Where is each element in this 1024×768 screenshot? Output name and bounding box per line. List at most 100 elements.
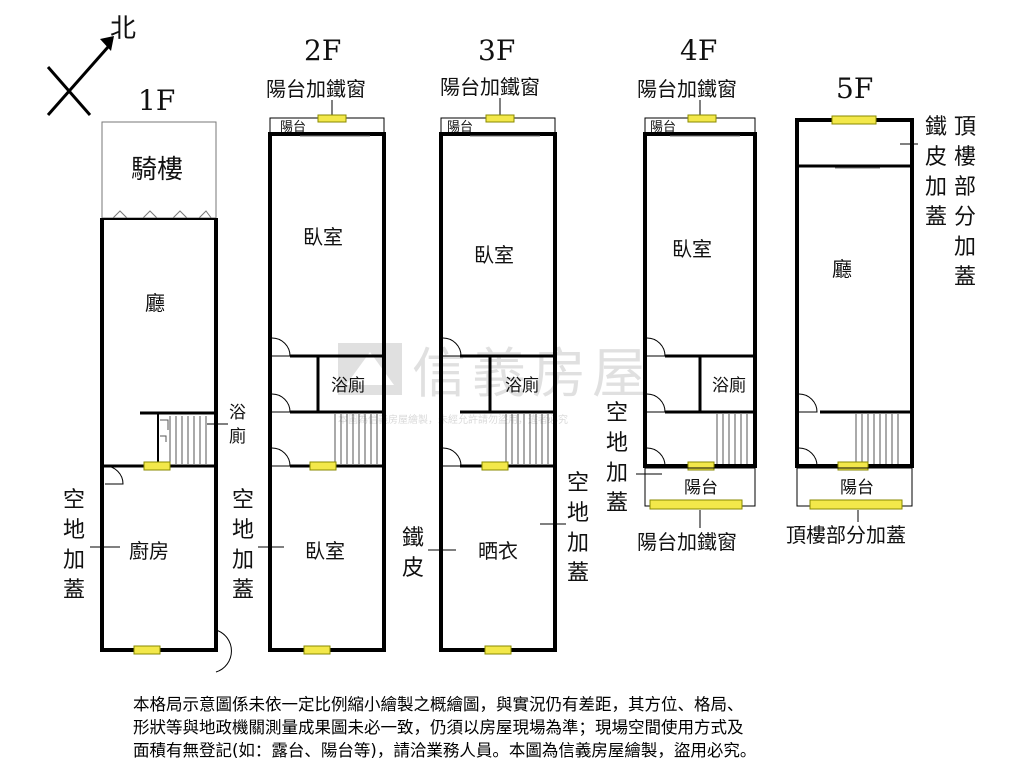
window-2f-mid xyxy=(309,461,337,471)
svg-text:頂: 頂 xyxy=(954,115,976,140)
svg-text:皮: 皮 xyxy=(402,556,424,581)
balcony-label-2f: 陽台 xyxy=(280,120,306,135)
window-2f-front xyxy=(317,114,347,123)
top-window-label-4f: 陽台加鐵窗 xyxy=(637,77,737,101)
floor-4f: 4F 陽台加鐵窗 陽台 臥室 浴廁 陽台 陽台加鐵窗 空 地 加 蓋 xyxy=(606,34,757,554)
svg-text:部: 部 xyxy=(954,175,976,200)
side-col1-5f: 鐵 皮 加 蓋 xyxy=(925,115,947,230)
svg-text:蓋: 蓋 xyxy=(925,205,947,230)
balcony-label-3f: 陽台 xyxy=(447,120,473,135)
window-3f-rear xyxy=(484,645,512,655)
svg-text:蓋: 蓋 xyxy=(63,578,85,603)
hall-label-5f: 廳 xyxy=(832,257,852,281)
window-5f-mid xyxy=(837,461,869,471)
svg-text:加: 加 xyxy=(232,548,254,573)
svg-text:加: 加 xyxy=(925,175,947,200)
svg-text:樓: 樓 xyxy=(954,145,976,170)
window-4f-mid xyxy=(687,461,715,471)
window-3f-mid xyxy=(481,461,509,471)
balcony-top-label-4f: 陽台 xyxy=(650,120,676,135)
bedroom-label-4f: 臥室 xyxy=(672,237,712,261)
disclaimer-text: 本格局示意圖係未依一定比例縮小繪製之概繪圖，與實況仍有差距，其方位、格局、 形狀… xyxy=(133,693,1003,762)
staircase-2f xyxy=(334,414,378,464)
svg-text:分: 分 xyxy=(954,205,976,230)
svg-text:蓋: 蓋 xyxy=(567,561,589,586)
window-4f-rear xyxy=(649,499,743,510)
outer-wall-2f xyxy=(268,132,386,652)
svg-text:蓋: 蓋 xyxy=(232,578,254,603)
staircase-3f xyxy=(505,414,549,464)
svg-text:空: 空 xyxy=(232,488,254,513)
side-note-1f: 空 地 加 蓋 xyxy=(63,488,85,603)
svg-text:蓋: 蓋 xyxy=(954,265,976,290)
svg-text:蓋: 蓋 xyxy=(606,491,628,516)
floor-title-1f: 1F xyxy=(138,84,175,117)
svg-text:空: 空 xyxy=(606,401,628,426)
side-note-2f: 空 地 加 蓋 xyxy=(232,488,254,603)
disclaimer-line: 面積有無登記(如：露台、陽台等)，請洽業務人員。本圖為信義房屋繪製，盜用必究。 xyxy=(133,741,757,760)
disclaimer-line: 本格局示意圖係未依一定比例縮小繪製之概繪圖，與實況仍有差距，其方位、格局、 xyxy=(133,695,744,714)
bath-label-2f: 浴廁 xyxy=(331,375,365,396)
svg-text:空: 空 xyxy=(567,471,589,496)
svg-text:皮: 皮 xyxy=(925,145,947,170)
window-3f-front xyxy=(485,114,515,123)
window-2f-rear xyxy=(303,645,331,655)
hall-label-1f: 廳 xyxy=(145,291,165,315)
bath-label-4f: 浴廁 xyxy=(712,375,746,396)
svg-text:鐵: 鐵 xyxy=(402,526,424,551)
bath-label-1f-a: 浴 xyxy=(229,403,246,423)
staircase-4f xyxy=(716,414,748,464)
arcade-label: 騎樓 xyxy=(131,155,183,185)
staircase-1f xyxy=(140,411,216,466)
folding-door xyxy=(111,210,213,220)
drying-label-3f: 晒衣 xyxy=(478,539,518,563)
watermark-notice: 本圖為信義房屋繪製，未經允許請勿盜用，違者必究 xyxy=(338,413,568,426)
watermark: 信義房屋 本圖為信義房屋繪製，未經允許請勿盜用，違者必究 xyxy=(338,342,652,426)
svg-text:地: 地 xyxy=(232,518,254,543)
svg-text:地: 地 xyxy=(567,501,589,526)
outer-wall-4f xyxy=(643,132,757,468)
svg-text:鐵: 鐵 xyxy=(925,115,947,140)
side-right-3f: 空 地 加 蓋 xyxy=(567,471,589,586)
svg-text:加: 加 xyxy=(567,531,589,556)
window-1f-mid xyxy=(143,461,171,471)
watermark-brand: 信義房屋 xyxy=(412,342,652,405)
door-swing-1f xyxy=(104,465,124,485)
disclaimer-line: 形狀等與地政機關測量成果圖未必一致，仍須以房屋現場為準；現場空間使用方式及 xyxy=(133,718,744,737)
balcony-back-label-4f: 陽台 xyxy=(684,478,718,498)
outer-wall-3f xyxy=(439,132,557,652)
outer-wall-5f xyxy=(795,118,914,468)
floor-1f: 1F 騎樓 廳 浴 廁 廚房 xyxy=(63,84,246,673)
svg-text:地: 地 xyxy=(606,431,628,456)
rear-door-1f xyxy=(215,629,232,673)
svg-text:空: 空 xyxy=(63,488,85,513)
floor-5f: 5F 廳 陽台 頂樓部分加蓋 鐵 皮 加 蓋 頂 樓 部 xyxy=(786,72,976,547)
floor-title-5f: 5F xyxy=(836,72,873,105)
bath-label-3f: 浴廁 xyxy=(505,375,539,396)
side-left-3f: 鐵 皮 xyxy=(402,526,424,581)
floor-title-3f: 3F xyxy=(478,34,515,67)
top-window-label-2f: 陽台加鐵窗 xyxy=(266,77,366,101)
floor-plan-canvas: 信義房屋 本圖為信義房屋繪製，未經允許請勿盜用，違者必究 北 1F 騎樓 廳 xyxy=(46,14,976,673)
floor-2f: 2F 陽台加鐵窗 陽台 臥室 浴廁 臥室 空 地 加 蓋 xyxy=(232,34,386,655)
north-arrow: 北 xyxy=(46,14,136,116)
window-4f-front xyxy=(687,114,717,123)
svg-text:加: 加 xyxy=(606,461,628,486)
bedroom-label-2f-back: 臥室 xyxy=(305,539,345,563)
svg-text:加: 加 xyxy=(954,235,976,260)
balcony-label-5f: 陽台 xyxy=(840,478,874,498)
window-5f-front xyxy=(831,115,877,125)
top-window-label-3f: 陽台加鐵窗 xyxy=(440,75,540,99)
bedroom-label-2f-front: 臥室 xyxy=(303,225,343,249)
staircase-5f xyxy=(855,414,899,464)
bottom-window-label-4f: 陽台加鐵窗 xyxy=(637,530,737,554)
north-label: 北 xyxy=(110,14,136,44)
bottom-note-5f: 頂樓部分加蓋 xyxy=(786,523,906,547)
kitchen-label: 廚房 xyxy=(129,539,169,563)
side-col2-5f: 頂 樓 部 分 加 蓋 xyxy=(954,115,976,290)
bedroom-label-3f: 臥室 xyxy=(474,243,514,267)
side-note-4f: 空 地 加 蓋 xyxy=(606,401,628,516)
floor-title-2f: 2F xyxy=(304,34,341,67)
floor-title-4f: 4F xyxy=(680,34,717,67)
bath-label-1f-b: 廁 xyxy=(229,426,246,447)
